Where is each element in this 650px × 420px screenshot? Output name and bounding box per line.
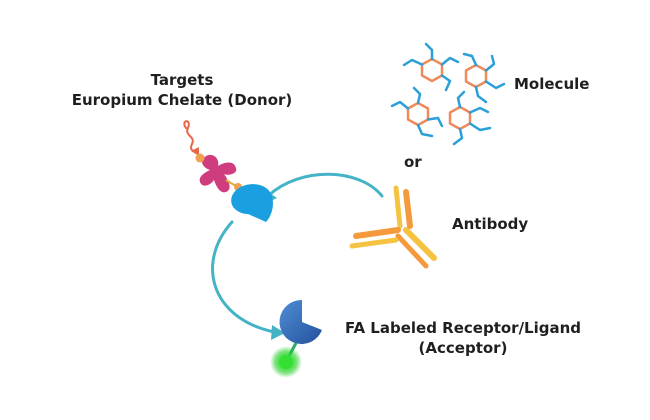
antibody-icon [349, 185, 437, 269]
molecule-label: Molecule [514, 75, 590, 93]
donor-label: Targets Europium Chelate (Donor) [62, 70, 302, 110]
squiggle-arrowhead-icon [191, 147, 199, 156]
arrowhead-acceptor-icon [271, 325, 285, 340]
acceptor-label-line1: FA Labeled Receptor/Ligand [344, 319, 582, 337]
europium-chelate-icon [195, 153, 242, 193]
antibody-label: Antibody [452, 215, 529, 233]
acceptor-label: FA Labeled Receptor/Ligand (Acceptor) [330, 318, 596, 358]
emission-squiggle-icon [183, 120, 197, 153]
or-label: or [404, 153, 422, 171]
target-icon [231, 184, 273, 222]
acceptor-receptor-icon [270, 299, 322, 378]
donor-label-line1: Targets [150, 71, 214, 89]
donor-label-line2: Europium Chelate (Donor) [71, 91, 293, 109]
acceptor-label-line2: (Acceptor) [418, 339, 508, 357]
arrow-to-acceptor [211, 220, 276, 334]
arrow-to-target [266, 172, 384, 198]
molecule-cluster-icon [390, 42, 506, 146]
